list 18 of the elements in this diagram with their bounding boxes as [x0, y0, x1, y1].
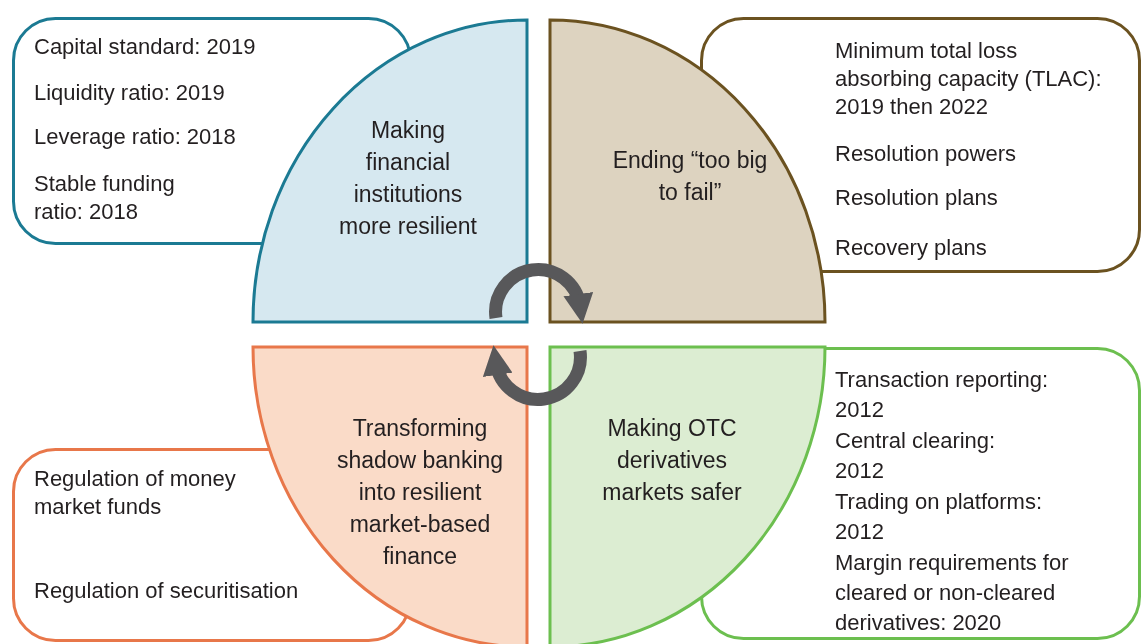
- measure-text: Stable funding ratio: 2018: [34, 170, 176, 226]
- measure-text: Central clearing: 2012: [835, 427, 997, 485]
- measure-text: Resolution plans: [835, 184, 999, 212]
- pillar-title: Ending “too big to fail”: [611, 146, 769, 207]
- measure-text: Resolution powers: [835, 140, 1017, 168]
- measure-text: Transaction reporting: 2012: [835, 366, 1050, 424]
- measure-text: Minimum total loss absorbing capacity (TLAC): 2019 then 2022: [835, 37, 1103, 121]
- measure-text: Leverage ratio: 2018: [34, 123, 237, 151]
- measure-text: Trading on platforms: 2012: [835, 488, 1044, 546]
- pillar-title: Making OTC derivatives markets safer: [601, 414, 743, 507]
- pillar-title: Transforming shadow banking into resilient market-based finance: [335, 414, 505, 571]
- pillar-title: Making financial institutions more resilient: [337, 116, 478, 241]
- measure-text: Liquidity ratio: 2019: [34, 79, 226, 107]
- measure-text: Recovery plans: [835, 234, 988, 262]
- measure-text: Regulation of money market funds: [34, 465, 237, 521]
- measure-text: Margin requirements for cleared or non-cleared derivatives: 2020: [835, 549, 1070, 637]
- measure-text: Regulation of securitisation: [34, 577, 300, 605]
- measure-text: Capital standard: 2019: [34, 33, 257, 61]
